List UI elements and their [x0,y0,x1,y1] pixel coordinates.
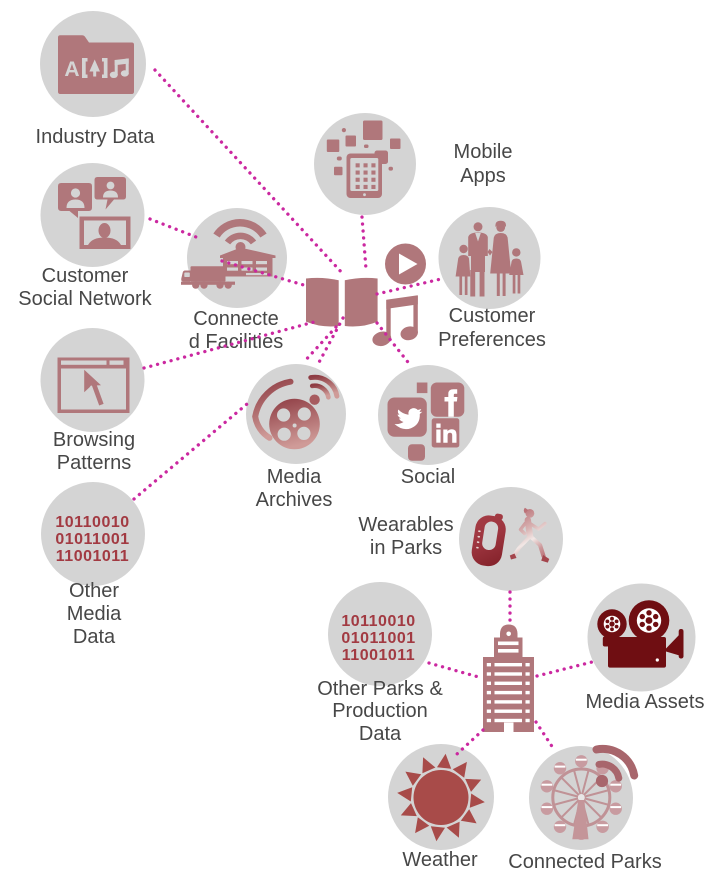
svg-text:Media Assets: Media Assets [586,691,705,713]
svg-text:Other: Other [69,580,119,602]
svg-text:A: A [64,58,79,81]
svg-text:Mobile: Mobile [454,141,513,163]
svg-text:11001011: 11001011 [342,647,415,664]
svg-text:Media: Media [67,603,122,625]
svg-text:Industry Data: Industry Data [36,126,156,148]
svg-text:01011001: 01011001 [55,531,129,548]
svg-text:Other Parks &: Other Parks & [317,678,443,700]
svg-text:d Facilities: d Facilities [189,331,283,353]
svg-text:Weather: Weather [402,849,478,871]
svg-text:10110010: 10110010 [341,613,415,630]
svg-text:Wearables: Wearables [358,514,453,536]
svg-text:Customer: Customer [42,265,129,287]
svg-text:Patterns: Patterns [57,452,131,474]
svg-text:Connected Parks: Connected Parks [508,851,661,873]
svg-text:Archives: Archives [256,489,333,511]
svg-text:01011001: 01011001 [341,630,415,647]
svg-text:Data: Data [359,723,402,745]
svg-text:Production: Production [332,700,428,722]
svg-text:Media: Media [267,466,322,488]
svg-text:Preferences: Preferences [438,329,546,351]
svg-text:Browsing: Browsing [53,429,135,451]
svg-text:Data: Data [73,626,116,648]
svg-text:Customer: Customer [449,305,536,327]
svg-text:11001011: 11001011 [56,548,129,565]
svg-text:10110010: 10110010 [55,514,129,531]
svg-text:Connecte: Connecte [193,308,279,330]
svg-text:in Parks: in Parks [370,537,442,559]
svg-text:Social Network: Social Network [18,288,152,310]
svg-text:Apps: Apps [460,165,506,187]
svg-text:Social: Social [401,466,455,488]
